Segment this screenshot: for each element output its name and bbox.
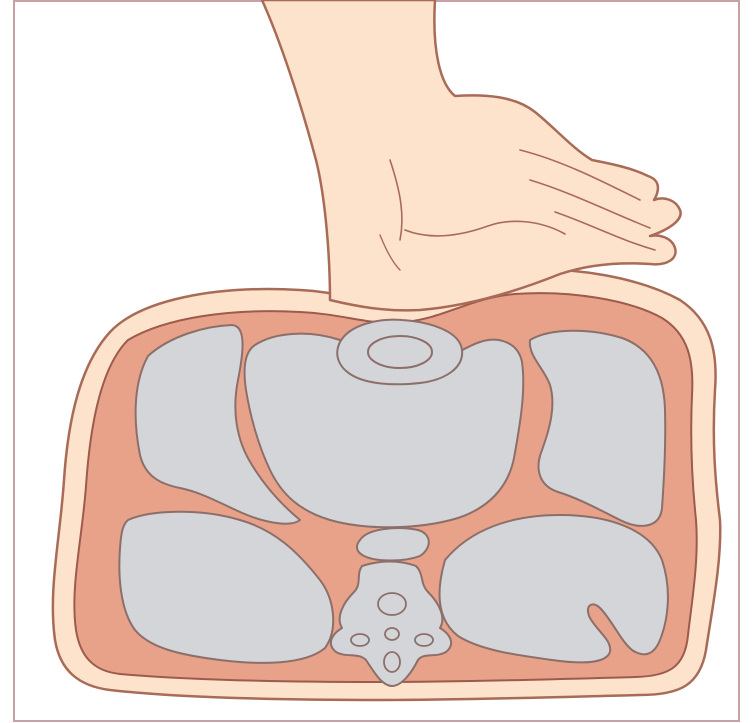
vertebra-foramen-left <box>351 634 369 646</box>
vertebra-foramen-right <box>415 634 433 646</box>
vertebra-canal <box>378 593 406 615</box>
vertebra-canal-small <box>385 628 399 640</box>
sternum-marrow <box>368 336 432 368</box>
lung-lower-right <box>439 515 667 662</box>
vertebra-process <box>384 652 400 672</box>
esophagus <box>357 528 429 560</box>
